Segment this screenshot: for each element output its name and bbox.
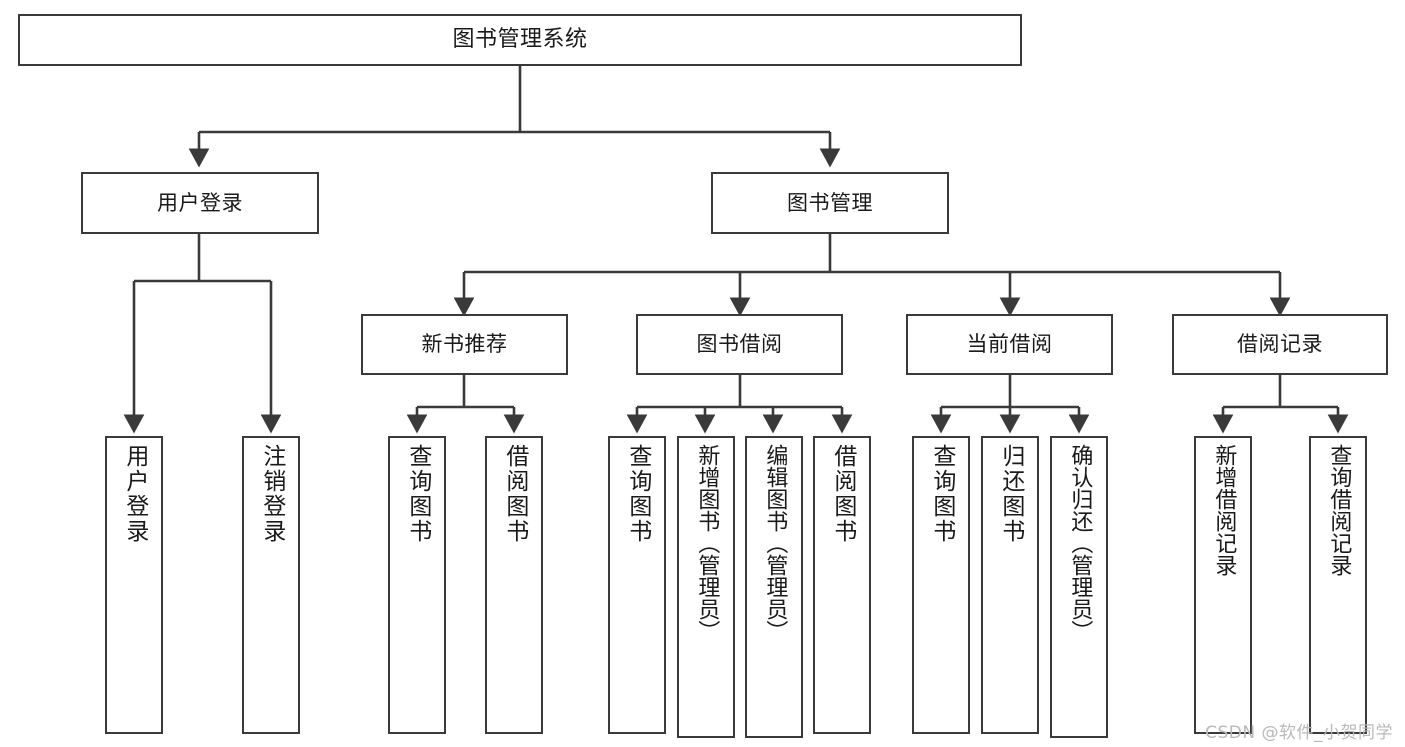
node-leaf-return-book[interactable]: 归还图书 xyxy=(981,436,1039,734)
node-new-book-recommend-label: 新书推荐 xyxy=(421,332,508,357)
node-root[interactable]: 图书管理系统 xyxy=(18,14,1022,66)
node-leaf-query-book-2-label: 查询图书 xyxy=(624,444,651,544)
node-leaf-query-book-3[interactable]: 查询图书 xyxy=(912,436,970,734)
node-leaf-query-record-label: 查询借阅记录 xyxy=(1326,444,1352,576)
node-leaf-add-book-label: 新增图书（管理员） xyxy=(694,444,720,642)
node-leaf-add-book[interactable]: 新增图书（管理员） xyxy=(677,436,735,738)
node-user-login[interactable]: 用户登录 xyxy=(81,172,319,234)
node-leaf-logout[interactable]: 注销登录 xyxy=(242,436,300,734)
node-leaf-edit-book[interactable]: 编辑图书（管理员） xyxy=(745,436,803,738)
node-leaf-confirm-return[interactable]: 确认归还（管理员） xyxy=(1050,436,1108,738)
node-leaf-user-login-label: 用户登录 xyxy=(121,444,148,544)
node-leaf-logout-label: 注销登录 xyxy=(258,444,285,544)
node-leaf-query-book-2[interactable]: 查询图书 xyxy=(608,436,666,734)
node-leaf-add-record[interactable]: 新增借阅记录 xyxy=(1194,436,1252,734)
node-borrow-record[interactable]: 借阅记录 xyxy=(1172,314,1388,375)
node-user-login-label: 用户登录 xyxy=(157,190,243,215)
node-book-management[interactable]: 图书管理 xyxy=(711,172,949,234)
node-leaf-return-book-label: 归还图书 xyxy=(997,444,1024,544)
node-leaf-borrow-book-2[interactable]: 借阅图书 xyxy=(813,436,871,734)
node-leaf-query-book-1[interactable]: 查询图书 xyxy=(388,436,446,734)
node-book-management-label: 图书管理 xyxy=(787,190,873,215)
watermark-text: CSDN @软件_小贺同学 xyxy=(1205,723,1393,743)
node-leaf-user-login[interactable]: 用户登录 xyxy=(105,436,163,734)
node-leaf-borrow-book-2-label: 借阅图书 xyxy=(829,444,856,544)
node-root-label: 图书管理系统 xyxy=(452,27,588,53)
node-leaf-borrow-book-1-label: 借阅图书 xyxy=(501,444,528,544)
node-leaf-confirm-return-label: 确认归还（管理员） xyxy=(1067,444,1093,642)
node-book-borrow-label: 图书借阅 xyxy=(696,332,783,357)
node-leaf-query-book-1-label: 查询图书 xyxy=(404,444,431,544)
node-book-borrow[interactable]: 图书借阅 xyxy=(636,314,843,375)
node-leaf-borrow-book-1[interactable]: 借阅图书 xyxy=(485,436,543,734)
node-leaf-query-book-3-label: 查询图书 xyxy=(928,444,955,544)
node-current-borrow-label: 当前借阅 xyxy=(966,332,1053,357)
node-leaf-query-record[interactable]: 查询借阅记录 xyxy=(1309,436,1367,734)
node-leaf-add-record-label: 新增借阅记录 xyxy=(1211,444,1237,576)
node-current-borrow[interactable]: 当前借阅 xyxy=(906,314,1113,375)
node-borrow-record-label: 借阅记录 xyxy=(1237,332,1323,357)
node-new-book-recommend[interactable]: 新书推荐 xyxy=(361,314,568,375)
node-leaf-edit-book-label: 编辑图书（管理员） xyxy=(762,444,788,642)
